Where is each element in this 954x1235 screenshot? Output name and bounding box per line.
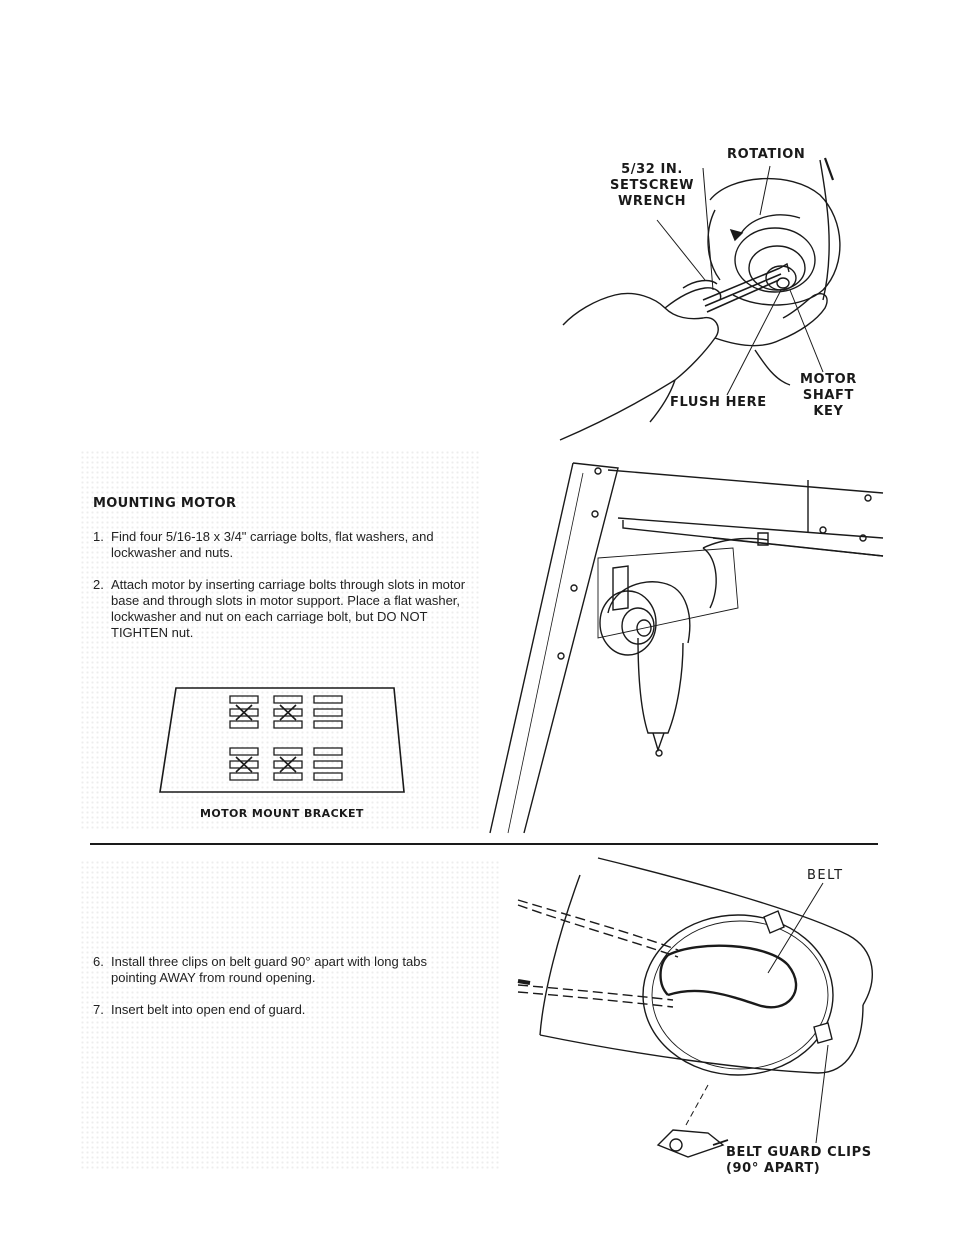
- label-wrench: 5/32 IN. SETSCREW WRENCH: [610, 162, 695, 209]
- step-number: 6.: [93, 954, 104, 969]
- motor-mount-bracket-diagram: [158, 686, 406, 794]
- scan-grain-mid: [80, 450, 480, 830]
- label-flush-here: FLUSH HERE: [670, 395, 767, 410]
- motor-on-stand-illustration: [488, 458, 884, 838]
- label-belt: BELT: [807, 868, 844, 883]
- step-number: 2.: [93, 577, 104, 592]
- label-belt-guard-clips: BELT GUARD CLIPS (90° APART): [726, 1145, 872, 1176]
- motor-pulley-illustration: [555, 140, 895, 440]
- belt-guard-illustration: [518, 855, 878, 1165]
- step-text: Attach motor by inserting carriage bolts…: [111, 577, 466, 640]
- section-heading: MOUNTING MOTOR: [93, 496, 237, 511]
- step-text: Find four 5/16-18 x 3/4" carriage bolts,…: [111, 529, 434, 560]
- label-rotation: ROTATION: [727, 147, 806, 162]
- mounting-steps: 1. Find four 5/16-18 x 3/4" carriage bol…: [93, 529, 468, 657]
- bracket-caption: MOTOR MOUNT BRACKET: [200, 807, 364, 820]
- label-motor-shaft-key: MOTOR SHAFT KEY: [800, 372, 857, 419]
- step-item: 2. Attach motor by inserting carriage bo…: [93, 577, 468, 641]
- step-item: 6. Install three clips on belt guard 90°…: [93, 954, 468, 986]
- scan-grain-bottom: [80, 860, 500, 1170]
- step-number: 1.: [93, 529, 104, 544]
- belt-steps: 6. Install three clips on belt guard 90°…: [93, 954, 468, 1034]
- step-text: Install three clips on belt guard 90° ap…: [111, 954, 427, 985]
- step-number: 7.: [93, 1002, 104, 1017]
- step-item: 1. Find four 5/16-18 x 3/4" carriage bol…: [93, 529, 468, 561]
- step-item: 7. Insert belt into open end of guard.: [93, 1002, 468, 1018]
- step-text: Insert belt into open end of guard.: [111, 1002, 306, 1017]
- section-divider: [90, 843, 878, 845]
